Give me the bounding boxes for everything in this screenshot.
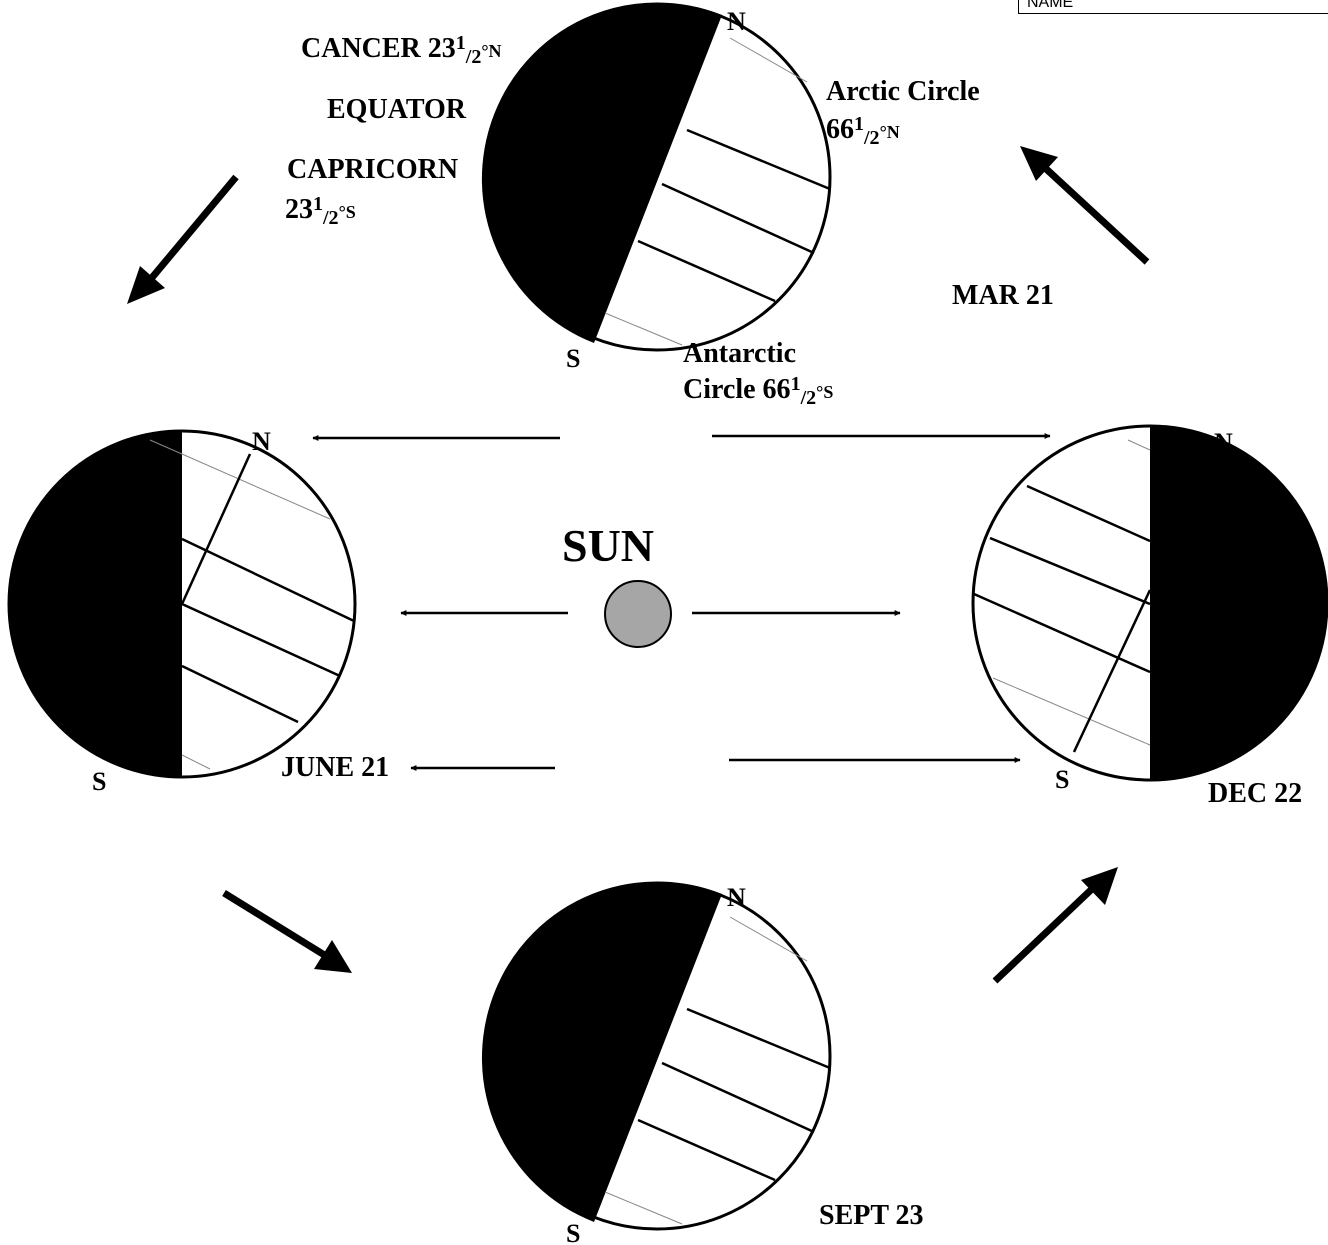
globe-dec-north-label: N [1214, 428, 1233, 457]
globe-mar-south-label: S [566, 344, 580, 373]
globe-mar-capricorn-line [637, 239, 776, 303]
orbit-arrow-bottom-right [1081, 867, 1118, 905]
capricorn-label-line2: 231/2°S [285, 193, 356, 229]
globe-mar: N S [481, 2, 832, 373]
globe-june-equator-line [181, 602, 341, 678]
globe-sept-capricorn-line [637, 1118, 776, 1182]
globe-dec-antarctic-line [992, 677, 1151, 746]
globe-dec-arctic-line [1127, 439, 1151, 451]
sun-label: SUN [562, 520, 654, 571]
globe-june-arctic-line [149, 439, 331, 520]
globe-sept-cancer-line [686, 1007, 831, 1070]
orbit-arrow-top-left [127, 266, 165, 304]
globe-dec-equator-line [989, 536, 1151, 606]
globe-sept-night-side [481, 881, 722, 1222]
date-label-sept: SEPT 23 [819, 1200, 924, 1231]
orbit-arrow-top-right [1020, 146, 1058, 181]
globe-sept-antarctic-line [604, 1191, 683, 1225]
name-field[interactable]: NAME [1018, 0, 1328, 14]
sun-circle [604, 580, 672, 648]
globe-june-antarctic-line [181, 754, 211, 770]
antarctic-label-line1: Antarctic [683, 338, 796, 369]
globe-sept-south-label: S [566, 1219, 580, 1245]
globe-june-cancer-line [181, 537, 355, 623]
globe-mar-cancer-line [686, 128, 831, 191]
globe-mar-arctic-line [729, 37, 808, 83]
date-label-dec: DEC 22 [1208, 778, 1302, 809]
globe-june: N S [7, 427, 357, 796]
globe-sept-arctic-line [729, 916, 808, 962]
globe-mar-north-label: N [727, 7, 746, 36]
globe-mar-equator-line [661, 182, 815, 255]
orbit-arrows [127, 146, 1150, 984]
antarctic-label-line2: Circle 661/2°S [683, 373, 833, 409]
globe-dec-axis [1072, 589, 1152, 753]
globe-dec: N S [971, 424, 1328, 794]
arctic-label-line1: Arctic Circle [826, 76, 980, 107]
globe-june-night-side [9, 431, 183, 777]
orbit-arrow-bottom-left [314, 940, 352, 973]
name-field-label: NAME [1027, 0, 1074, 11]
globe-dec-cancer-line [1026, 484, 1151, 543]
globe-sept: N S [481, 881, 832, 1245]
globe-sept-equator-line [661, 1061, 815, 1134]
sun-rays [312, 433, 1051, 771]
globe-june-north-label: N [252, 427, 271, 456]
globe-sept-north-label: N [727, 883, 746, 912]
globe-dec-south-label: S [1055, 765, 1069, 794]
date-label-june: JUNE 21 [281, 752, 389, 783]
cancer-label: CANCER 231/2°N [301, 32, 502, 68]
globe-june-south-label: S [92, 767, 106, 796]
globe-dec-night-side [1150, 426, 1327, 780]
globe-mar-night-side [481, 2, 722, 344]
globe-june-capricorn-line [181, 664, 299, 724]
globe-dec-capricorn-line [973, 592, 1151, 674]
equator-label: EQUATOR [327, 94, 467, 125]
globe-mar-antarctic-line [604, 312, 683, 346]
globe-june-axis [180, 453, 252, 605]
arctic-label-line2: 661/2°N [826, 113, 900, 149]
date-label-mar: MAR 21 [952, 280, 1054, 311]
capricorn-label-line1: CAPRICORN [287, 154, 458, 185]
